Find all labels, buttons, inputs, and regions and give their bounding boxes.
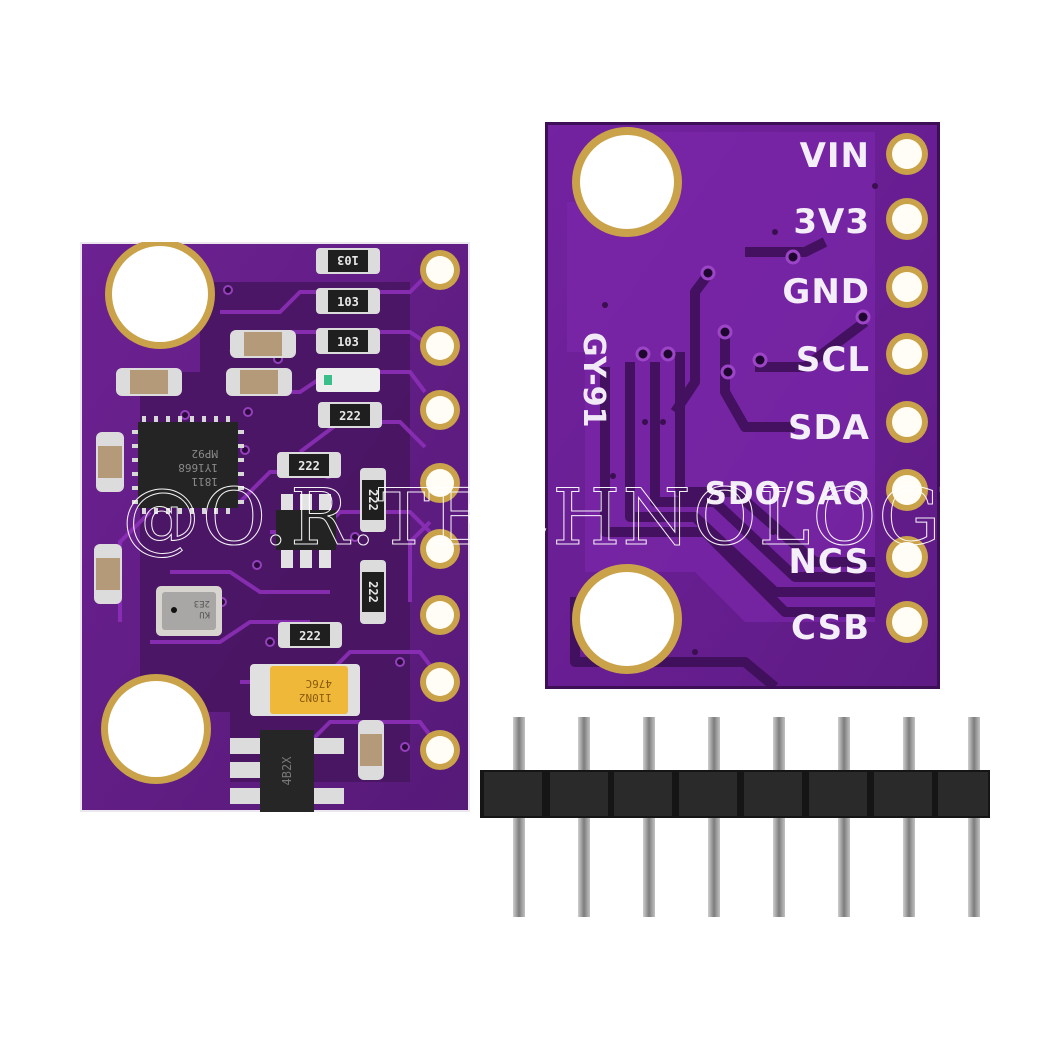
- svg-text:222: 222: [366, 489, 380, 511]
- front-pcb-drawing: 103 103 103 222 222 222 222: [80, 242, 470, 812]
- svg-text:222: 222: [339, 409, 361, 423]
- pin-label-scl: SCL: [795, 340, 870, 380]
- back-pcb-drawing: [545, 122, 940, 689]
- svg-text:103: 103: [337, 253, 359, 267]
- svg-text:KU: KU: [199, 609, 210, 619]
- pin-label-sdo-sao: SDO/SAO: [704, 476, 870, 512]
- svg-text:103: 103: [337, 295, 359, 309]
- pin-label-3v3: 3V3: [793, 202, 870, 242]
- pin-label-vin: VIN: [799, 136, 870, 176]
- svg-text:4B2X: 4B2X: [280, 756, 294, 786]
- pin-label-csb: CSB: [791, 608, 870, 648]
- pin-label-gnd: GND: [782, 272, 870, 312]
- pin-header-drawing: [480, 717, 990, 917]
- back-pcb-board: VIN 3V3 GND SCL SDA SDO/SAO NCS CSB GY-9…: [545, 122, 940, 689]
- svg-text:110N2: 110N2: [299, 691, 332, 704]
- svg-text:222: 222: [366, 581, 380, 603]
- svg-text:2E3: 2E3: [194, 598, 210, 608]
- svg-text:476C: 476C: [306, 677, 333, 690]
- pin-label-ncs: NCS: [788, 542, 870, 582]
- pin-label-sda: SDA: [787, 408, 870, 448]
- model-label: GY-91: [576, 332, 611, 428]
- front-pcb-board: 103 103 103 222 222 222 222: [80, 242, 470, 812]
- svg-text:222: 222: [298, 459, 320, 473]
- svg-text:222: 222: [299, 629, 321, 643]
- svg-text:MP92: MP92: [192, 447, 219, 460]
- svg-text:103: 103: [337, 335, 359, 349]
- svg-text:1Y1668: 1Y1668: [178, 461, 218, 474]
- pin-header-strip: [480, 712, 990, 922]
- svg-text:1811: 1811: [192, 475, 219, 488]
